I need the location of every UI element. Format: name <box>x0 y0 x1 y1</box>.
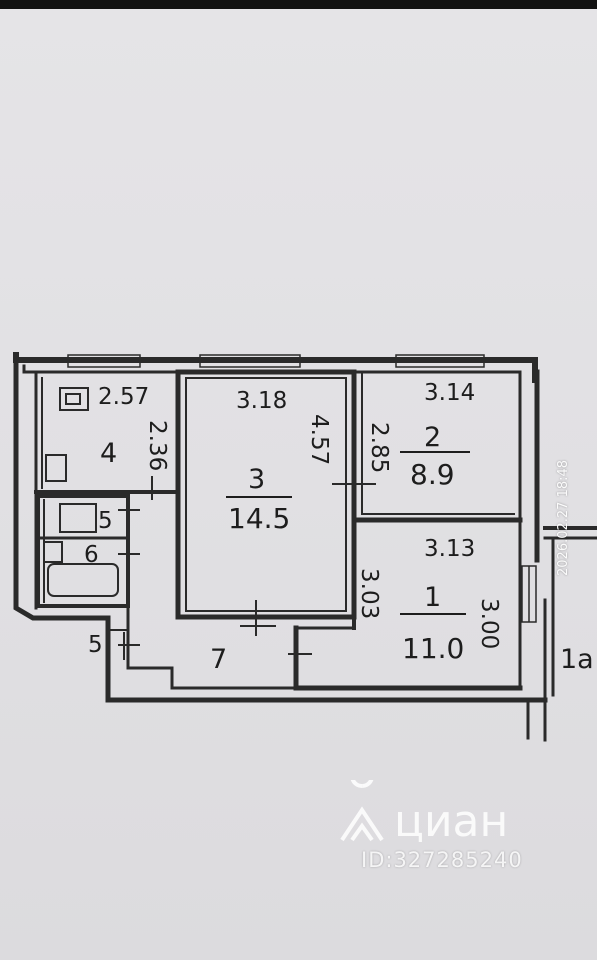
washbasin <box>43 541 63 563</box>
room-1-right-dim: 3.00 <box>476 598 502 649</box>
room-3-wall <box>175 369 357 620</box>
room-3-height: 4.57 <box>306 414 332 465</box>
door-ticks <box>118 470 376 668</box>
outer-wall-left <box>13 357 548 703</box>
cian-brand-text: циан <box>394 796 508 847</box>
timestamp-stamp: 2026.02.27 18:48 <box>556 459 571 576</box>
room-3-area: 14.5 <box>228 502 290 535</box>
cian-watermark-logo: циан <box>340 780 508 847</box>
room-4-height: 2.36 <box>144 420 170 471</box>
toilet <box>59 503 97 533</box>
room-3-width: 3.18 <box>236 388 287 414</box>
room-4-width: 2.57 <box>98 384 149 410</box>
room-7-number: 7 <box>210 644 227 675</box>
room-4-number: 4 <box>100 438 117 469</box>
room-2-width: 3.14 <box>424 380 475 406</box>
windows <box>67 354 537 623</box>
bathtub <box>47 563 119 597</box>
walls <box>13 352 597 742</box>
room-5b-number: 5 <box>88 632 103 658</box>
paper-background <box>0 9 597 960</box>
room-1-area: 11.0 <box>402 632 464 665</box>
corridor-wall <box>126 604 298 690</box>
sink <box>45 454 67 482</box>
room-1-left-dim: 3.03 <box>356 568 382 619</box>
area-bars <box>226 451 470 615</box>
room-6-number: 6 <box>84 542 99 568</box>
room-3-number: 3 <box>248 464 265 495</box>
listing-id-watermark: ID:327285240 <box>361 848 523 872</box>
fixtures <box>43 387 119 597</box>
room-1-number: 1 <box>424 582 441 613</box>
top-bar <box>0 0 597 9</box>
room-2-area: 8.9 <box>410 458 455 491</box>
room-1-width: 3.13 <box>424 536 475 562</box>
room-2-height: 2.85 <box>366 422 392 473</box>
room-1a-number: 1a <box>560 644 594 675</box>
bathroom-block <box>36 494 130 608</box>
room-5-number: 5 <box>98 508 113 534</box>
room-2-number: 2 <box>424 422 441 453</box>
stove <box>59 387 89 411</box>
